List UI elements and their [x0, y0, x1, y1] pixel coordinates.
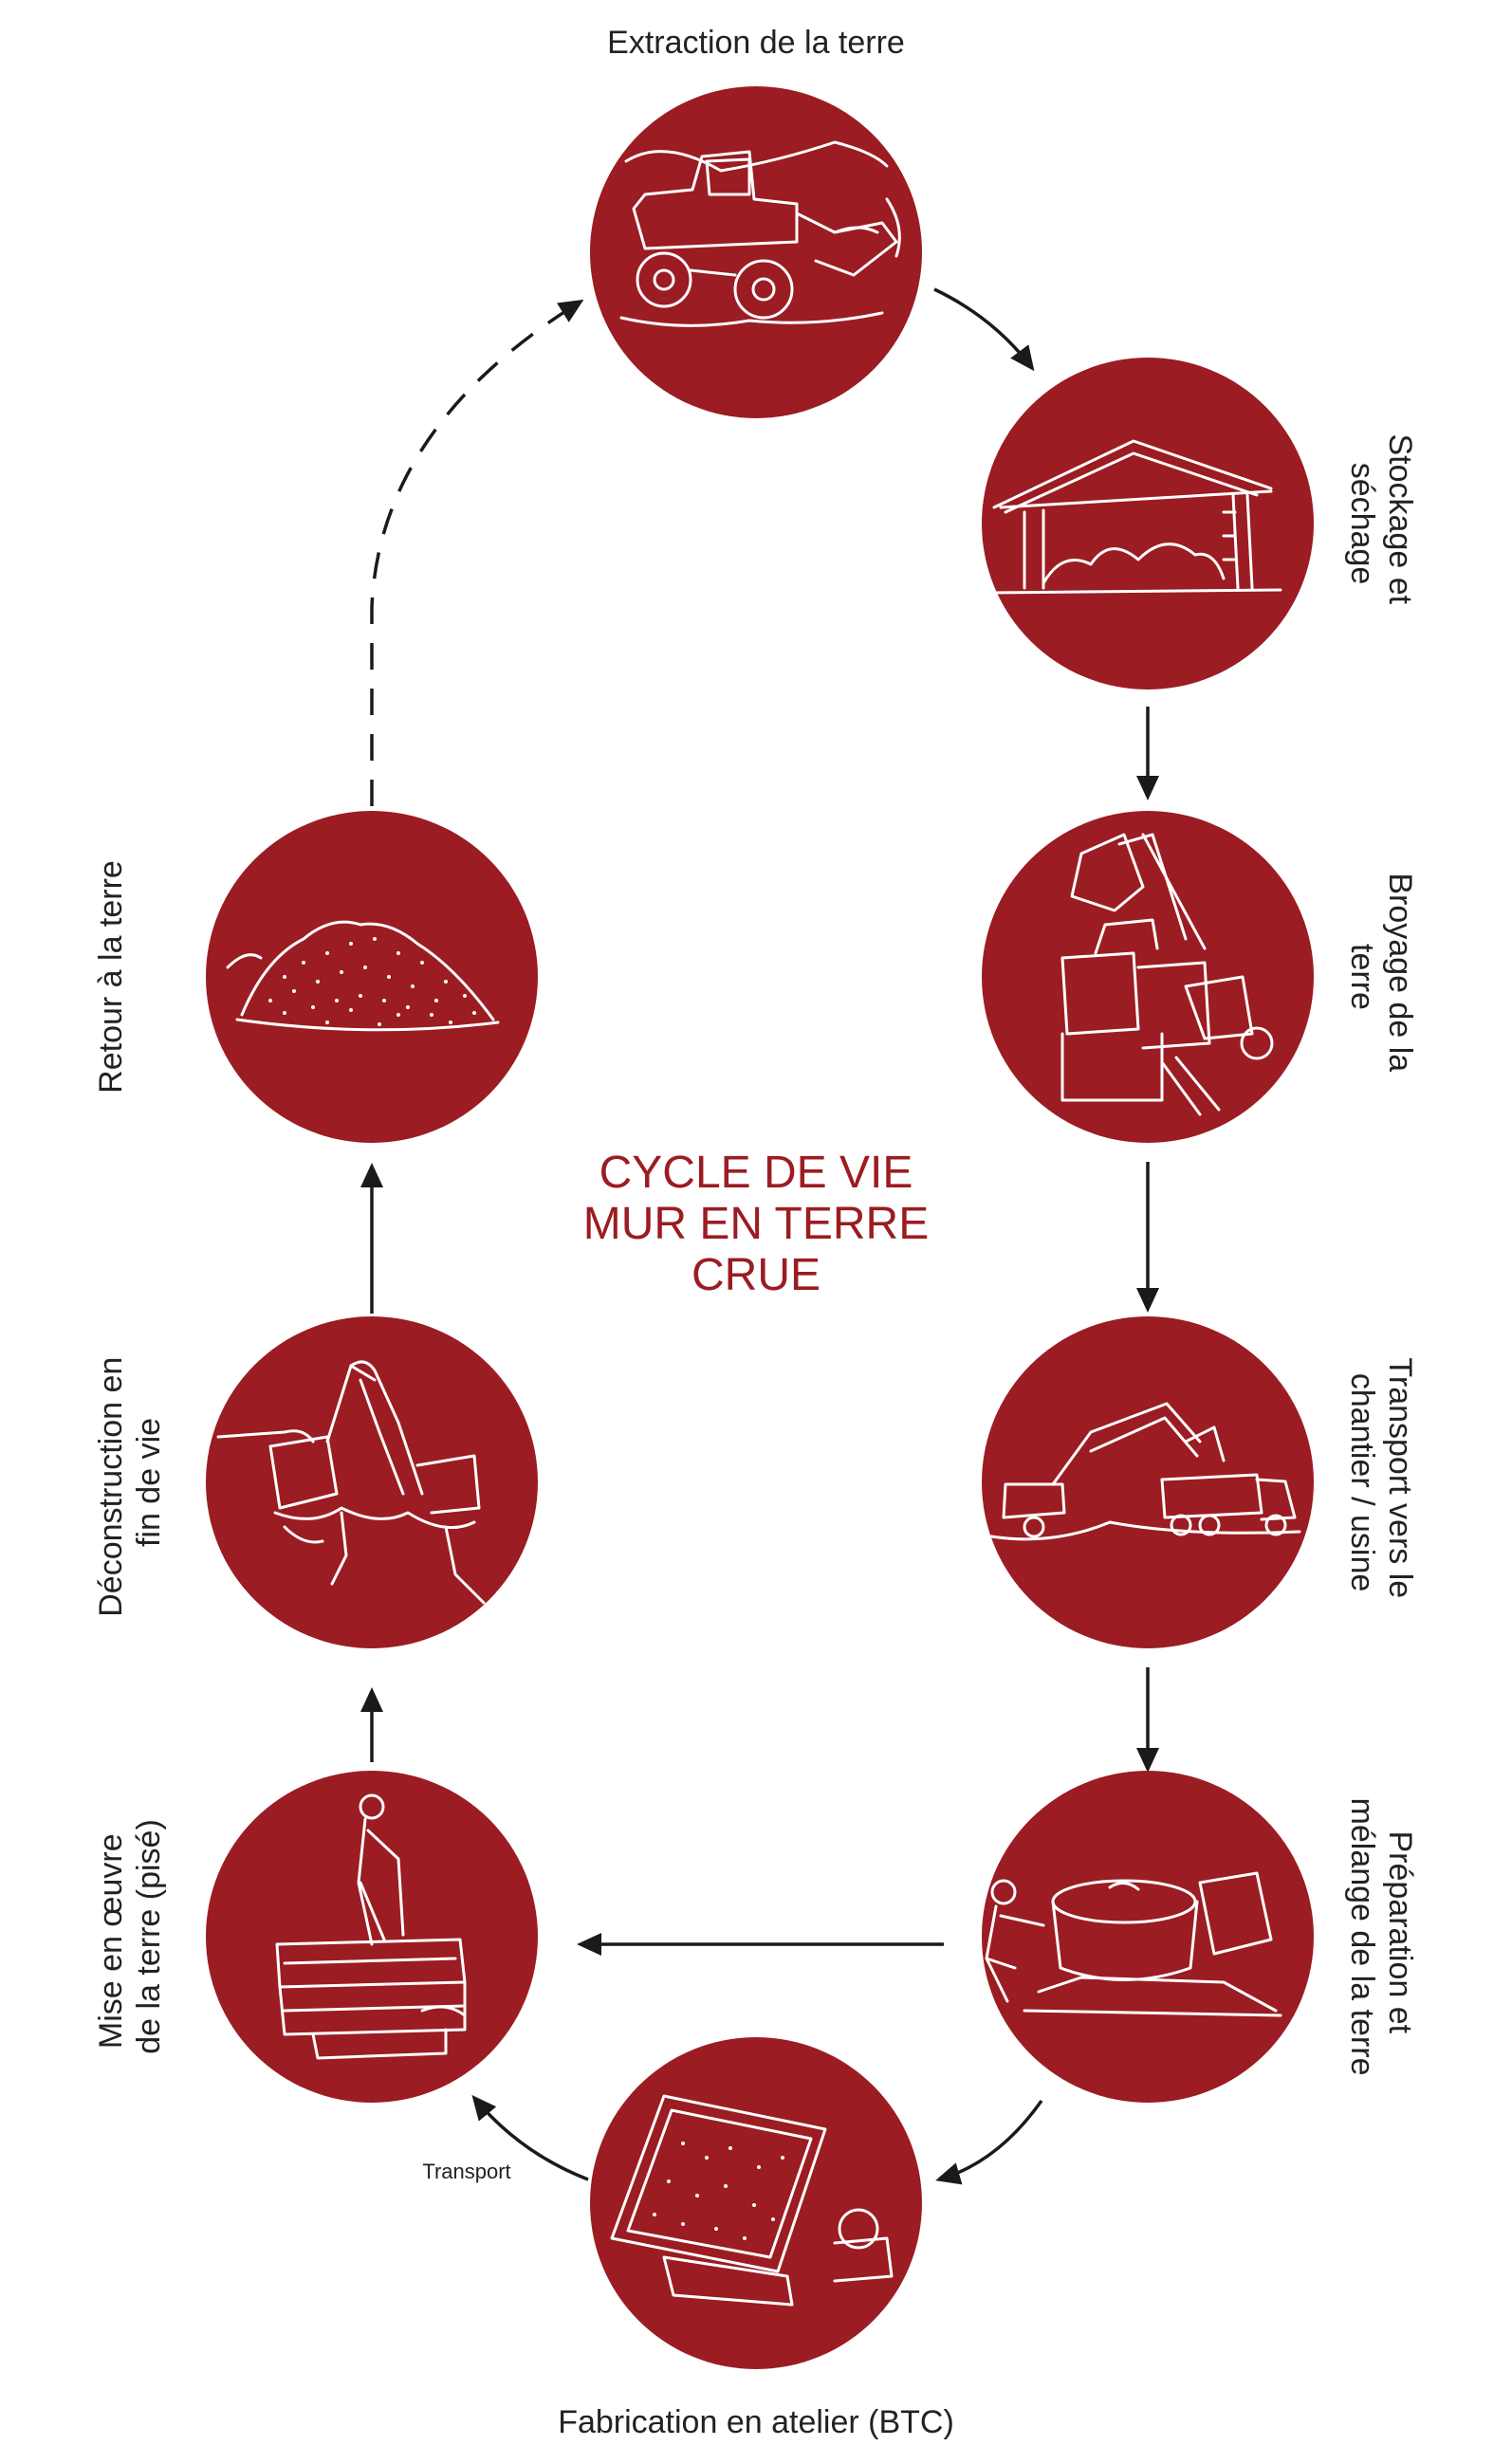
stage-mise-en-oeuvre-circle — [206, 1771, 538, 2103]
crusher-machine-icon — [1060, 833, 1274, 1116]
stage-retour — [206, 811, 538, 1143]
label-mise-en-oeuvre: Mise en œuvre de la terre (pisé) — [93, 1819, 167, 2054]
stage-transport-circle — [982, 1316, 1314, 1648]
arrow-preparation-to-fabrication — [935, 2099, 1043, 2185]
storage-shed-icon — [989, 439, 1282, 595]
edge-label-transport: Transport — [422, 2160, 510, 2183]
stage-broyage — [982, 811, 1314, 1143]
stage-fabrication-circle — [590, 2037, 922, 2369]
title-line-3: CRUE — [691, 1250, 821, 1300]
label-preparation: Préparation et mélange de la terre — [1344, 1798, 1418, 2076]
stage-extraction-circle — [590, 86, 922, 418]
wheel-loader-icon — [619, 140, 901, 327]
brick-press-icon — [610, 2094, 894, 2307]
stage-labels: Extraction de la terre Stockage et sécha… — [93, 25, 1418, 2440]
arrow-fabrication-to-mise-en-oeuvre — [471, 2094, 589, 2181]
label-stockage: Stockage et séchage — [1344, 433, 1418, 613]
earth-pile-icon — [226, 920, 500, 1032]
label-deconstruction: Déconstruction en fin de vie — [93, 1348, 167, 1617]
stage-deconstruction — [206, 1316, 538, 1648]
label-fabrication: Fabrication en atelier (BTC) — [558, 2404, 954, 2440]
label-retour: Retour à la terre — [93, 860, 129, 1094]
label-transport: Transport vers le chantier / usine — [1344, 1357, 1418, 1607]
stage-broyage-circle — [982, 811, 1314, 1143]
excavator-truck-icon — [989, 1402, 1301, 1541]
diagram-title: CYCLE DE VIE MUR EN TERRE CRUE — [583, 1148, 929, 1300]
stage-stockage — [982, 358, 1314, 690]
stage-transport — [982, 1316, 1314, 1648]
title-line-1: CYCLE DE VIE — [599, 1148, 913, 1198]
stage-circles — [206, 86, 1314, 2369]
stage-preparation — [982, 1771, 1314, 2103]
cycle-arrows — [360, 287, 1159, 2185]
arrow-retour-to-extraction-dashed — [370, 299, 584, 806]
stage-mise-en-oeuvre — [206, 1771, 538, 2103]
mixer-worker-icon — [985, 1871, 1282, 2017]
rammed-earth-worker-icon — [275, 1793, 467, 2060]
title-line-2: MUR EN TERRE — [583, 1199, 929, 1249]
stage-extraction — [590, 86, 922, 418]
demolition-excavator-icon — [216, 1360, 486, 1605]
stage-preparation-circle — [982, 1771, 1314, 2103]
stage-retour-circle — [206, 811, 538, 1143]
stage-stockage-circle — [982, 358, 1314, 690]
label-extraction: Extraction de la terre — [607, 25, 905, 61]
label-broyage: Broyage de la terre — [1344, 873, 1418, 1080]
arrow-extraction-to-stockage — [933, 287, 1035, 372]
stage-fabrication — [590, 2037, 922, 2369]
